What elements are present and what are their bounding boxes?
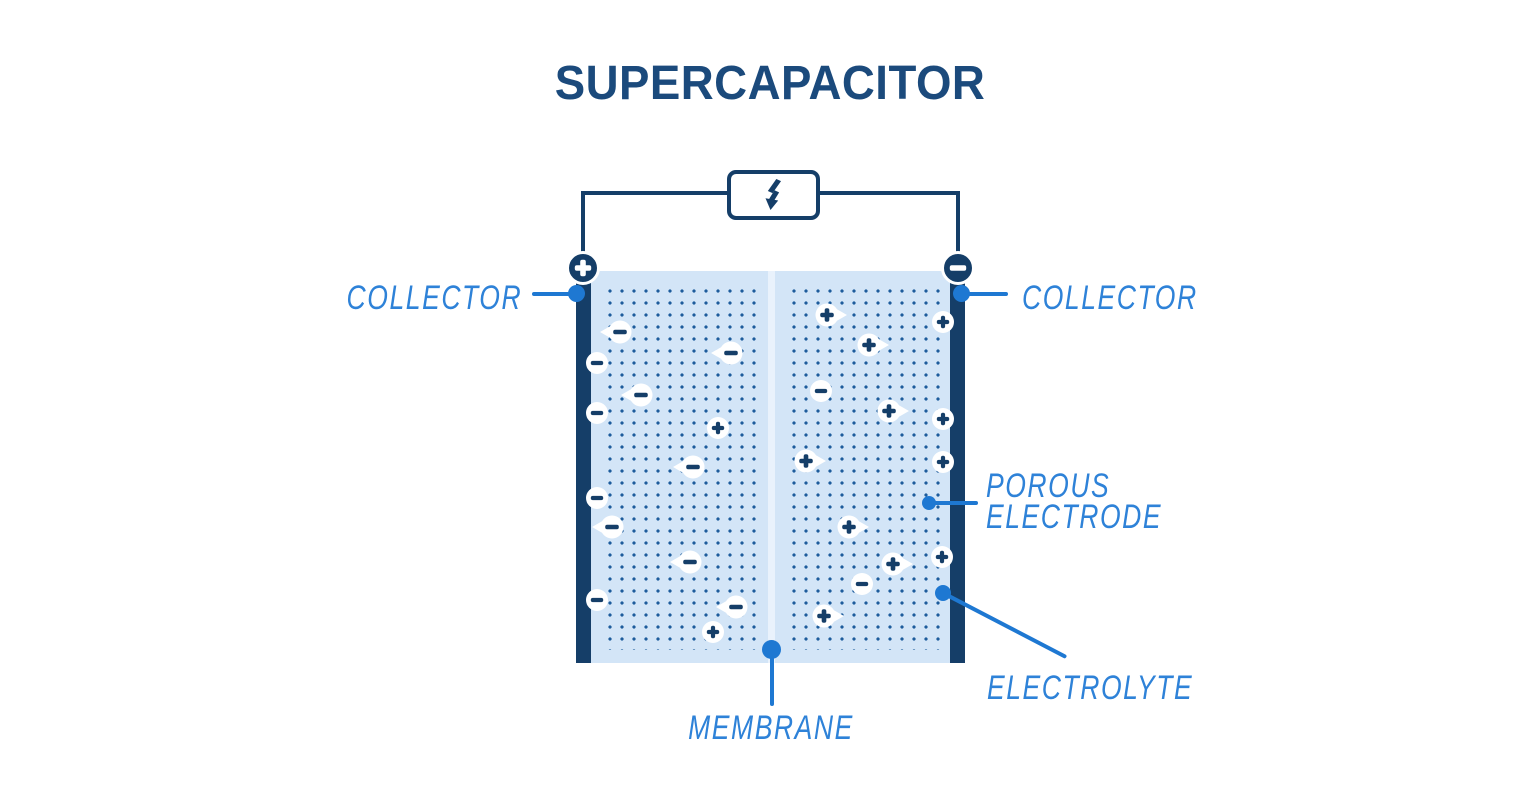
positive-ion-icon [930,309,956,335]
label-porous-line2: ELECTRODE [986,498,1163,536]
negative-ion-icon [584,587,610,613]
positive-ion-icon [930,406,956,432]
page-title: SUPERCAPACITOR [554,57,986,110]
label-collector-right: COLLECTOR [1022,279,1198,317]
wire-top-left [583,191,729,195]
positive-ion-icon [930,449,956,475]
negative-ion-icon [584,400,610,426]
positive-ion-icon [869,550,917,578]
leader-collector-right [960,292,1008,296]
power-source-box [727,170,820,220]
negative-ion-icon [596,318,644,346]
positive-ion-icon [700,619,726,645]
positive-ion-icon [929,544,955,570]
node-membrane [762,640,781,659]
leader-porous-electrode [929,501,978,505]
negative-ion-icon [849,571,875,597]
label-membrane: MEMBRANE [688,709,854,747]
node-collector-left [568,285,585,302]
positive-ion-icon [803,301,851,329]
leader-collector-left [532,292,578,296]
label-collector-left: COLLECTOR [346,279,522,317]
leader-membrane [770,650,774,706]
wire-down-left [581,191,585,263]
wire-top-right [818,191,960,195]
positive-ion-icon [865,397,913,425]
wire-down-right [956,191,960,263]
negative-ion-icon [617,381,665,409]
membrane-separator [768,271,775,663]
positive-ion-icon [800,602,848,630]
node-collector-right [953,285,970,302]
negative-ion-icon [669,453,717,481]
node-electrolyte [935,585,951,601]
negative-ion-icon [808,378,834,404]
collector-bar-right [950,258,965,663]
negative-ion-icon [584,485,610,511]
negative-terminal-icon [937,247,979,289]
negative-ion-icon [666,548,714,576]
label-electrolyte: ELECTROLYTE [987,669,1194,707]
negative-ion-icon [588,513,636,541]
node-porous-electrode [922,496,936,510]
positive-ion-icon [782,447,830,475]
positive-ion-icon [705,415,731,441]
positive-terminal-icon [562,247,604,289]
positive-ion-icon [825,513,873,541]
negative-ion-icon [584,350,610,376]
positive-ion-icon [845,331,893,359]
negative-ion-icon [707,339,755,367]
label-porous-electrode: POROUS ELECTRODE [986,467,1163,536]
label-porous-line1: POROUS [986,467,1111,505]
lightning-bolt-icon [764,179,783,211]
negative-ion-icon [712,593,760,621]
